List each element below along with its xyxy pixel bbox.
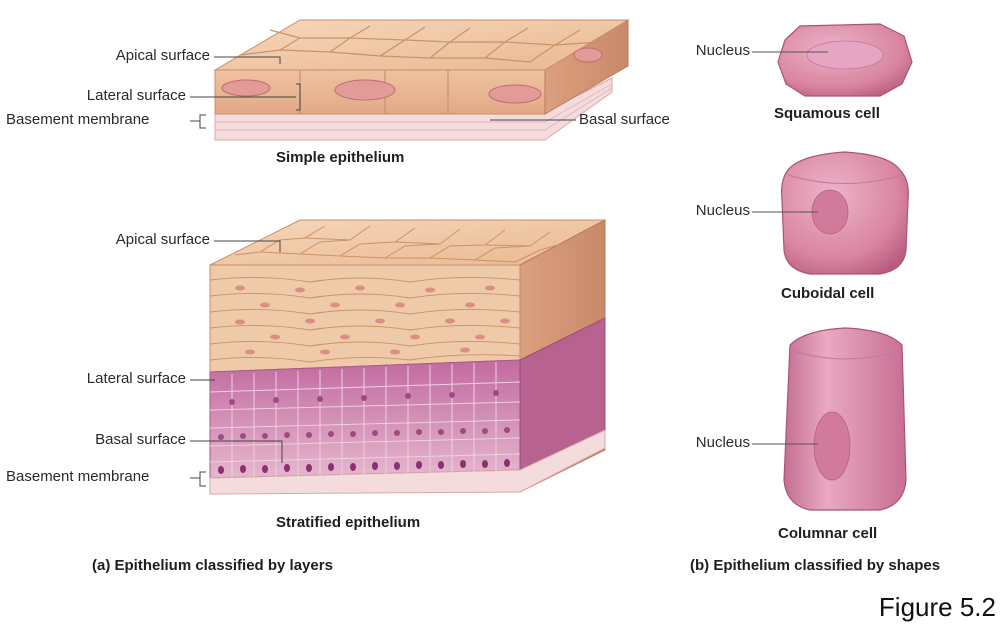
- simple-basal-surface-label: Basal surface: [579, 111, 670, 128]
- squamous-nucleus-label: Nucleus: [695, 42, 750, 59]
- simple-lateral-surface-label: Lateral surface: [86, 87, 186, 104]
- stratified-leader-lines: [190, 240, 283, 487]
- figure-label: Figure 5.2: [878, 592, 996, 622]
- columnar-nucleus-label: Nucleus: [695, 434, 750, 451]
- simple-epithelium-caption: Simple epithelium: [276, 149, 405, 166]
- simple-leader-lines: [190, 56, 576, 129]
- stratified-lateral-surface-label: Lateral surface: [86, 370, 186, 387]
- stratified-epithelium-block: [209, 219, 606, 495]
- stratified-epithelium-caption: Stratified epithelium: [276, 514, 421, 531]
- cuboidal-cell-shape: [752, 151, 909, 275]
- stratified-apical-surface-label: Apical surface: [115, 231, 210, 248]
- squamous-cell-caption: Squamous cell: [774, 105, 880, 122]
- columnar-cell-caption: Columnar cell: [778, 525, 878, 542]
- squamous-cell-shape: [752, 23, 913, 97]
- columnar-cell-shape: [752, 327, 907, 511]
- shapes-caption: (b) Epithelium classified by shapes: [690, 557, 941, 574]
- stratified-basal-surface-label: Basal surface: [95, 431, 186, 448]
- stratified-basement-membrane-label: Basement membrane: [6, 468, 150, 485]
- cuboidal-cell-caption: Cuboidal cell: [781, 285, 875, 302]
- layers-caption: (a) Epithelium classified by layers: [92, 557, 333, 574]
- simple-basement-membrane-label: Basement membrane: [6, 111, 150, 128]
- simple-epithelium-block: [213, 19, 630, 141]
- simple-apical-surface-label: Apical surface: [115, 47, 210, 64]
- cuboidal-nucleus-label: Nucleus: [695, 202, 750, 219]
